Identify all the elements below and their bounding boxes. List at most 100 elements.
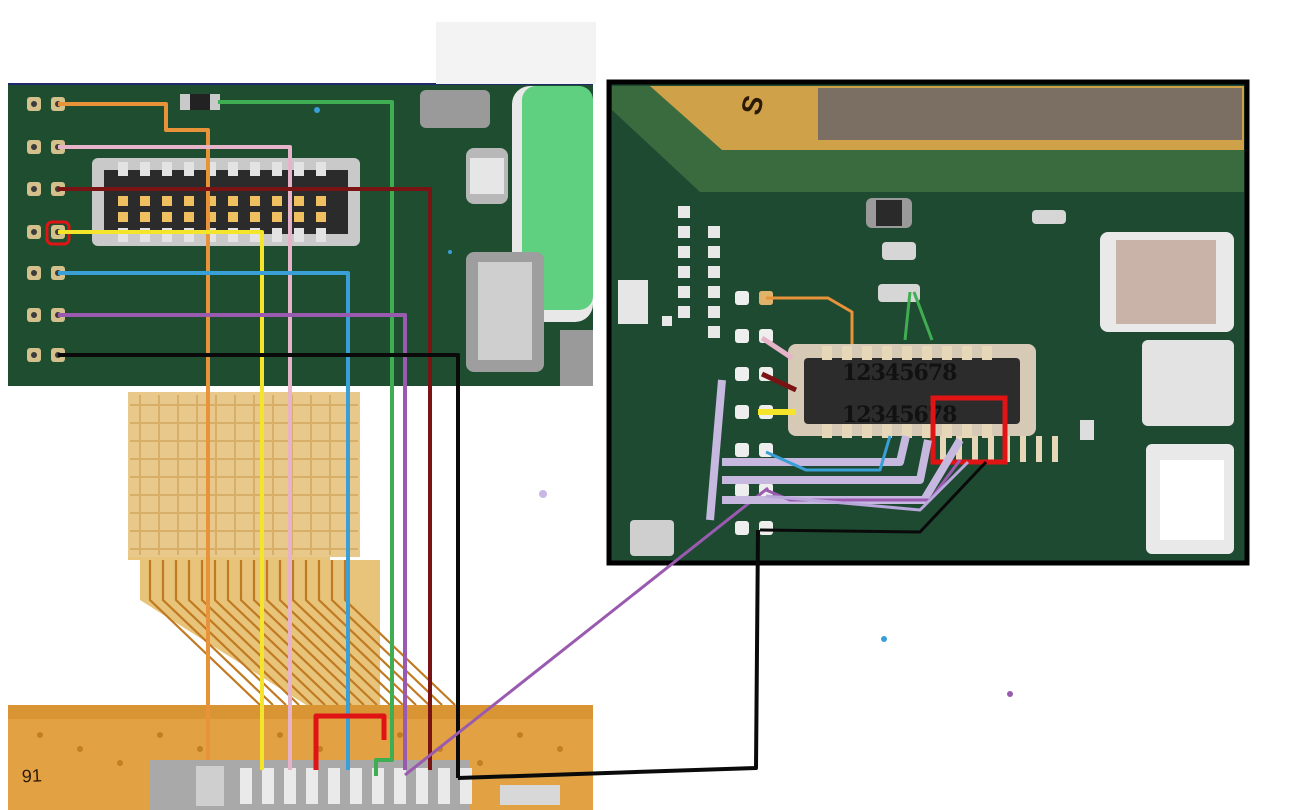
via-pad xyxy=(678,266,690,278)
connector-pin xyxy=(140,162,150,176)
connector-pin xyxy=(316,212,326,222)
wire-orange xyxy=(58,102,210,760)
connector-pin xyxy=(140,196,150,206)
via-pad xyxy=(678,246,690,258)
flex-trace xyxy=(304,560,417,706)
connector-pin xyxy=(316,228,326,242)
connector-lead xyxy=(1036,436,1042,462)
via-pad xyxy=(708,306,720,318)
pin-numbers-top: 12345678 xyxy=(842,360,957,386)
flex-trace xyxy=(161,560,274,706)
connector-pin xyxy=(250,196,260,206)
flex-via xyxy=(397,732,403,738)
connector-pin xyxy=(184,196,194,206)
connector-pin xyxy=(118,162,128,176)
stray-dot xyxy=(881,636,887,642)
connector-pin xyxy=(962,424,972,438)
pin-numbers-bottom: 12345678 xyxy=(842,402,957,428)
flex-trace xyxy=(278,560,391,706)
connector-pin xyxy=(272,212,282,222)
flex-via xyxy=(197,746,203,752)
zoom-wire-black xyxy=(759,460,988,534)
zoom-wire-lavender-b xyxy=(765,460,970,512)
connector-pin xyxy=(822,346,832,360)
flex-trace xyxy=(265,560,378,706)
flex-trace xyxy=(343,560,456,706)
wire-darkred xyxy=(58,187,432,770)
connector-pin xyxy=(942,346,952,360)
via-pad xyxy=(708,286,720,298)
zoom-wire-purple xyxy=(765,459,962,502)
via-pad xyxy=(708,226,720,238)
connector-pin xyxy=(982,346,992,360)
flex-trace xyxy=(200,560,313,706)
via-pad xyxy=(678,226,690,238)
flex-marking: 91 xyxy=(21,765,42,786)
connector-pin xyxy=(922,424,932,438)
test-pad-hole xyxy=(31,270,37,276)
connector-pin xyxy=(162,212,172,222)
connector-pin xyxy=(118,212,128,222)
connector-pin xyxy=(250,212,260,222)
via-pad xyxy=(708,246,720,258)
flex-connector-pin xyxy=(394,768,406,804)
test-pad-hole xyxy=(31,229,37,235)
test-pad xyxy=(735,443,749,457)
flex-connector-pin xyxy=(350,768,362,804)
via-pad xyxy=(662,316,672,326)
connector-pin xyxy=(316,162,326,176)
connector-pin xyxy=(842,346,852,360)
wire-blue xyxy=(58,271,350,770)
connector-pin xyxy=(882,346,892,360)
wire-purple-link xyxy=(404,486,769,777)
test-pad xyxy=(735,291,749,305)
test-pad xyxy=(735,483,749,497)
connector-pin xyxy=(316,196,326,206)
connector-pin xyxy=(228,162,238,176)
flex-connector-pin xyxy=(262,768,274,804)
connector-pin xyxy=(140,228,150,242)
connector-lead xyxy=(1020,436,1026,462)
stray-dot xyxy=(1007,691,1013,697)
connector-lead xyxy=(972,436,978,462)
highlight-box-pins-5-8 xyxy=(930,395,1008,465)
flex-trace xyxy=(174,560,287,706)
flex-via xyxy=(517,732,523,738)
connector-pin xyxy=(162,228,172,242)
test-pad-hole xyxy=(31,352,37,358)
flex-connector-pin xyxy=(284,768,296,804)
flex-connector-pin xyxy=(328,768,340,804)
test-pad-hole xyxy=(31,144,37,150)
zoom-wire-green-b xyxy=(912,291,934,341)
flex-connector-pin xyxy=(438,768,450,804)
stray-dot xyxy=(539,490,547,498)
connector-pin xyxy=(962,346,972,360)
wire-yellow xyxy=(58,230,264,770)
connector-pin xyxy=(272,228,282,242)
zoom-wire-blue xyxy=(765,435,892,472)
test-pad-hole xyxy=(31,312,37,318)
flex-via xyxy=(477,760,483,766)
connector-pin xyxy=(206,212,216,222)
test-pad-hole xyxy=(31,101,37,107)
connector-pin xyxy=(118,196,128,206)
flex-connector-pin xyxy=(240,768,252,804)
test-pad xyxy=(735,367,749,381)
connector-lead xyxy=(940,436,946,462)
connector-pin xyxy=(228,212,238,222)
test-pad-hole xyxy=(31,186,37,192)
zoom-wire-pink xyxy=(760,335,794,361)
connector-pin xyxy=(228,196,238,206)
connector-pin xyxy=(922,346,932,360)
connector-pin xyxy=(272,162,282,176)
connector-pin xyxy=(982,424,992,438)
connector-pin xyxy=(140,212,150,222)
wire-black xyxy=(58,353,460,778)
flex-via xyxy=(157,732,163,738)
connector-pin xyxy=(862,346,872,360)
zoom-wire-lavender-bus xyxy=(706,379,964,521)
test-pad xyxy=(735,329,749,343)
connector-pin xyxy=(294,162,304,176)
wire-black-link xyxy=(457,529,760,780)
connector-pin xyxy=(206,162,216,176)
